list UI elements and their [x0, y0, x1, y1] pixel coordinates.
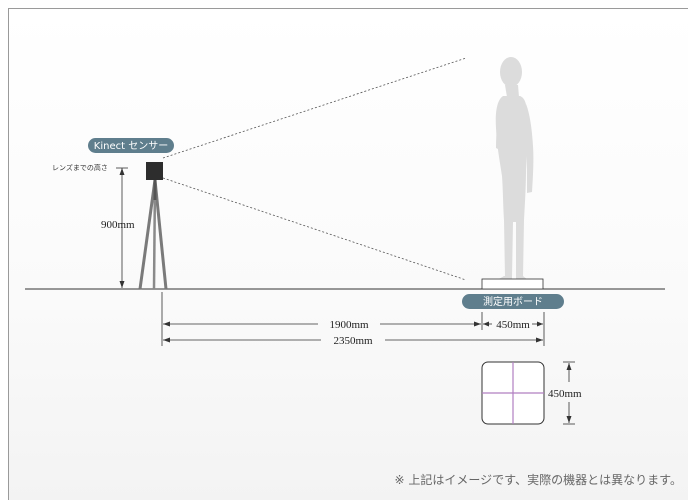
- board-label: 測定用ボード: [483, 295, 543, 308]
- human-silhouette: [495, 57, 534, 280]
- diagram-frame: [8, 8, 688, 500]
- sensor-label-pill: Kinect センサー: [88, 138, 174, 153]
- total-dimension: 2350mm: [163, 335, 543, 347]
- distance-dimension: 1900mm: [163, 319, 481, 331]
- disclaimer-note: ※ 上記はイメージです、実際の機器とは異なります。: [394, 473, 682, 487]
- lens-height-label: レンズまでの高さ: [52, 163, 108, 172]
- board-label-pill: 測定用ボード: [462, 294, 564, 309]
- sensor-height-value: 900mm: [101, 219, 135, 231]
- distance-value: 1900mm: [329, 319, 369, 331]
- board-side-value: 450mm: [548, 388, 582, 400]
- board-width-dimension: 450mm: [483, 319, 543, 331]
- tripod: [138, 176, 168, 290]
- measurement-board-side: [481, 278, 544, 290]
- board-side-dimension: 450mm: [548, 361, 582, 425]
- view-cone-lower: [162, 177, 467, 281]
- view-cone-upper: [162, 57, 467, 159]
- total-distance-value: 2350mm: [333, 335, 373, 347]
- measurement-board-top: [481, 361, 545, 425]
- sensor-label: Kinect センサー: [94, 140, 168, 152]
- kinect-sensor: [146, 162, 163, 180]
- board-width-value: 450mm: [496, 319, 530, 331]
- height-dimension: 900mm: [101, 167, 135, 288]
